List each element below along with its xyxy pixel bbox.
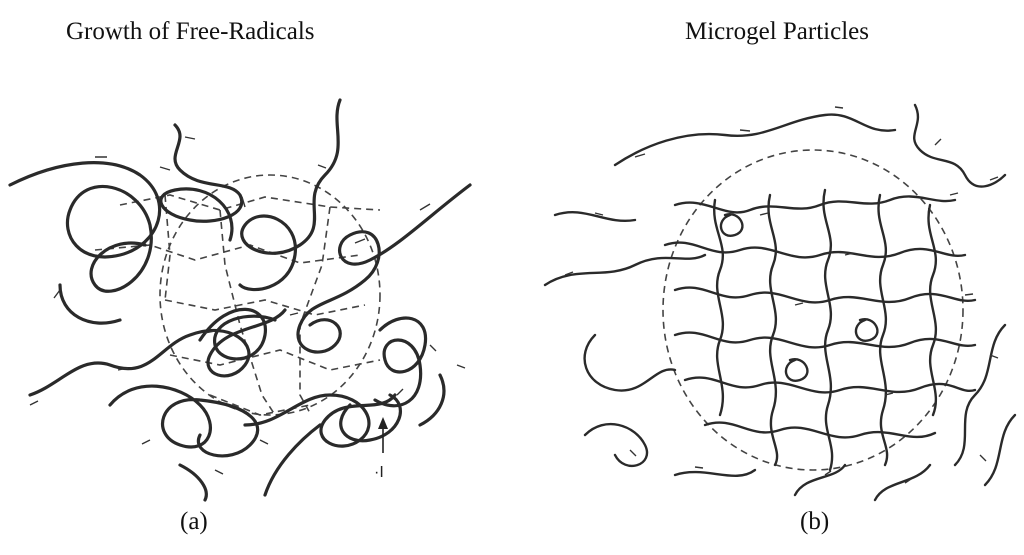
panel-b-caption: (b) bbox=[800, 508, 829, 536]
peripheral-chains bbox=[545, 105, 1015, 500]
crosslinked-core-chains bbox=[665, 190, 975, 470]
panel-b-title: Microgel Particles bbox=[685, 18, 869, 46]
microgel-particle-diagram bbox=[535, 95, 1024, 505]
polymer-chains bbox=[10, 100, 470, 500]
panel-a-title: Growth of Free-Radicals bbox=[66, 18, 315, 46]
panel-a-caption: (a) bbox=[180, 508, 208, 536]
free-radical-growth-diagram: ·I bbox=[0, 95, 490, 505]
initiator-label: ·I bbox=[374, 464, 384, 481]
